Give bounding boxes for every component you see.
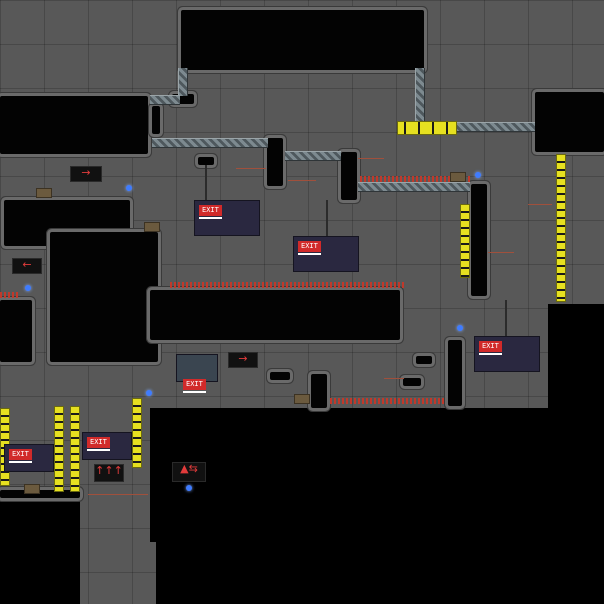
exit-sign-label: EXIT [298,241,321,255]
exit-sign-label: EXIT [9,449,32,463]
rock-right-pillar [471,184,487,296]
rock-lower-left-strip [0,490,80,498]
girder-upper-right [455,122,535,132]
girder-mid-right [358,182,470,192]
hazard-barrier-low-2 [70,406,80,492]
energy-orb-icon [126,185,132,191]
exit-sign-1: EXIT [194,200,260,236]
rock-small-6 [152,106,160,134]
rock-small-1 [198,157,214,165]
rock-pillar-a [267,138,283,186]
rock-top-center [181,10,424,70]
arrow-left-icon: ← [22,258,32,271]
void-bottom-right [254,542,604,604]
void-bottom-left [0,496,80,604]
crate-icon [294,394,310,404]
arrow-up-icon: ↑↑↑ [95,464,123,477]
void-bottom-mid [156,496,254,604]
girder-vertical-left [178,68,188,96]
energy-orb-icon [186,485,192,491]
hazard-barrier-low-3 [132,398,142,468]
rock-pillar-b [341,152,357,200]
rock-small-2 [172,94,194,104]
wire-decor [88,494,148,495]
hazard-barrier-top [397,121,457,135]
crate-icon [450,172,466,182]
energy-orb-icon [146,390,152,396]
exit-sign-label: EXIT [199,205,222,219]
arrow-panel-right-top: → [70,166,102,182]
energy-orb-icon [457,325,463,331]
spike-strip-center [170,282,404,288]
exit-sign-5: EXIT [82,432,132,460]
exit-sign-4: EXIT [4,444,54,472]
hanging-lamp [326,200,328,236]
spike-strip-lower [330,398,446,404]
exit-sign-2: EXIT [293,236,359,272]
exit-sign-label: EXIT [87,437,110,451]
girder-top-link [150,95,180,105]
energy-orb-icon [475,172,481,178]
wire-decor [236,168,266,169]
girder-vertical-right [415,68,425,122]
rock-left-edge [0,300,32,362]
spike-strip-left [0,292,20,298]
exit-sign-label: EXIT [479,341,502,355]
hazard-barrier-right [556,154,566,302]
arrow-panel-warning: ▲⇆ [172,462,206,482]
crate-icon [36,188,52,198]
wire-decor [384,378,404,379]
spike-strip-mid-right [360,176,470,182]
warning-icon: ▲⇆ [180,462,198,475]
girder-upper-left [152,138,268,148]
rock-pillar-d [448,340,462,406]
void-right-mid [548,304,604,408]
arrow-panel-up: ↑↑↑ [94,464,124,482]
crate-icon [144,222,160,232]
crate-icon [24,484,40,494]
exit-sign-6: EXIT [176,354,218,393]
wire-decor [288,180,316,181]
exit-sign-3: EXIT [474,336,540,372]
arrow-panel-right-mid: → [228,352,258,368]
hazard-barrier-mid [460,204,470,278]
hazard-barrier-low-1 [54,406,64,492]
arrow-panel-left: ← [12,258,42,274]
energy-orb-icon [25,285,31,291]
rock-top-left [0,96,148,154]
rock-top-right [535,92,604,152]
hanging-lamp [505,300,507,336]
rock-small-3 [270,372,290,380]
arrow-right-icon: → [238,352,248,365]
rock-left-column [50,232,158,362]
rock-pillar-c [311,374,327,408]
exit-sign-label: EXIT [183,379,206,393]
rock-small-5 [416,356,432,364]
wire-decor [528,204,552,205]
hanging-lamp [205,165,207,200]
rock-small-4 [403,378,421,386]
girder-upper-mid [285,151,341,161]
arrow-right-icon: → [81,166,91,179]
wire-decor [488,252,514,253]
wire-decor [358,158,384,159]
rock-center-slab [150,290,400,340]
